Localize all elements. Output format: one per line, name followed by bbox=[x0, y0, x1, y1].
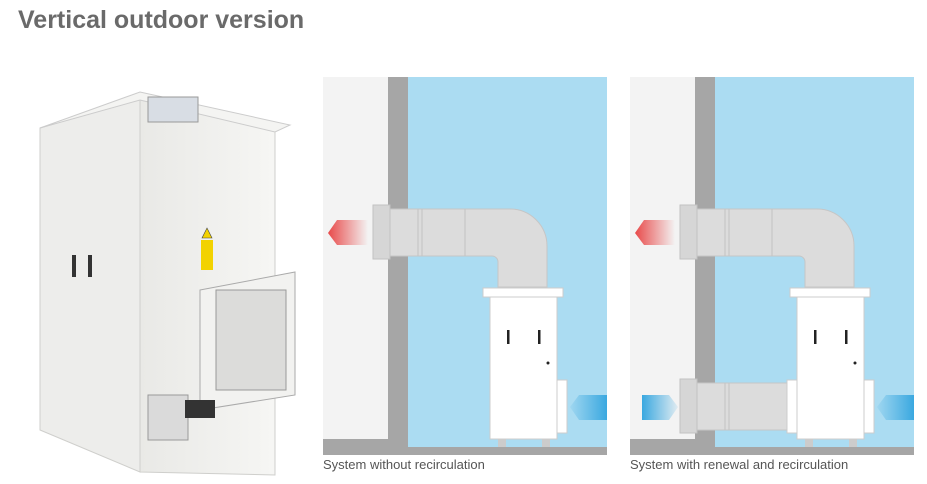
exhaust-duct bbox=[372, 204, 548, 288]
diagram-without-recirculation bbox=[323, 77, 607, 455]
exhaust-duct bbox=[679, 204, 855, 288]
page-title: Vertical outdoor version bbox=[18, 6, 305, 34]
recirculation-arrow-icon bbox=[877, 395, 914, 420]
intake-arrow-icon bbox=[570, 395, 607, 420]
diagram-caption: System without recirculation bbox=[323, 457, 485, 472]
exhaust-arrow-icon bbox=[328, 220, 368, 245]
diagram-with-recirculation bbox=[630, 77, 914, 455]
unit-photo bbox=[39, 91, 296, 476]
exhaust-arrow-icon bbox=[635, 220, 675, 245]
ventilation-unit bbox=[482, 287, 568, 447]
fresh-air-arrow-icon bbox=[642, 395, 678, 420]
renewal-duct bbox=[679, 378, 796, 434]
ventilation-unit bbox=[786, 287, 875, 447]
diagram-caption: System with renewal and recirculation bbox=[630, 457, 849, 472]
